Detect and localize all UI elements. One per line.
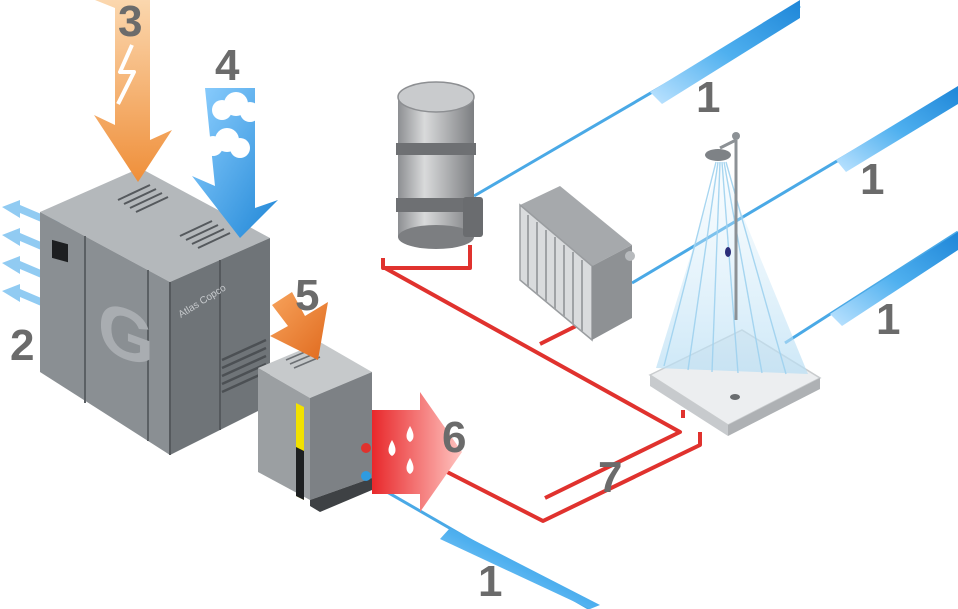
cooling-air-arrow: [192, 88, 278, 238]
radiator: [519, 186, 635, 342]
compressor-unit: G Atlas Copco: [40, 168, 270, 455]
label-7-piping-network: 7: [598, 453, 622, 502]
label-1-cold-water-shower: 1: [876, 295, 900, 344]
cold-water-supply-lines: [367, 0, 958, 609]
label-1-cold-water-tank: 1: [696, 73, 720, 122]
label-3-electrical-energy: 3: [118, 0, 142, 46]
label-5-heat-transfer: 5: [295, 271, 319, 320]
energy-recovery-unit: [258, 342, 372, 512]
label-6-hot-water-outlet: 6: [442, 413, 466, 462]
hot-water-outlet-arrow: [372, 392, 462, 512]
diagram-labels: 3 4 2 5 6 7 1 1 1 1: [10, 0, 900, 606]
shower: [648, 132, 822, 436]
electrical-energy-arrow: [94, 0, 172, 182]
label-1-cold-water-radiator: 1: [860, 155, 884, 204]
heat-transfer-arrow: [270, 292, 328, 360]
label-1-cold-water-recovery: 1: [478, 557, 502, 606]
label-2-exhaust-air: 2: [10, 321, 34, 370]
hot-water-tank: [396, 81, 483, 249]
label-4-cooling-air: 4: [215, 41, 240, 90]
